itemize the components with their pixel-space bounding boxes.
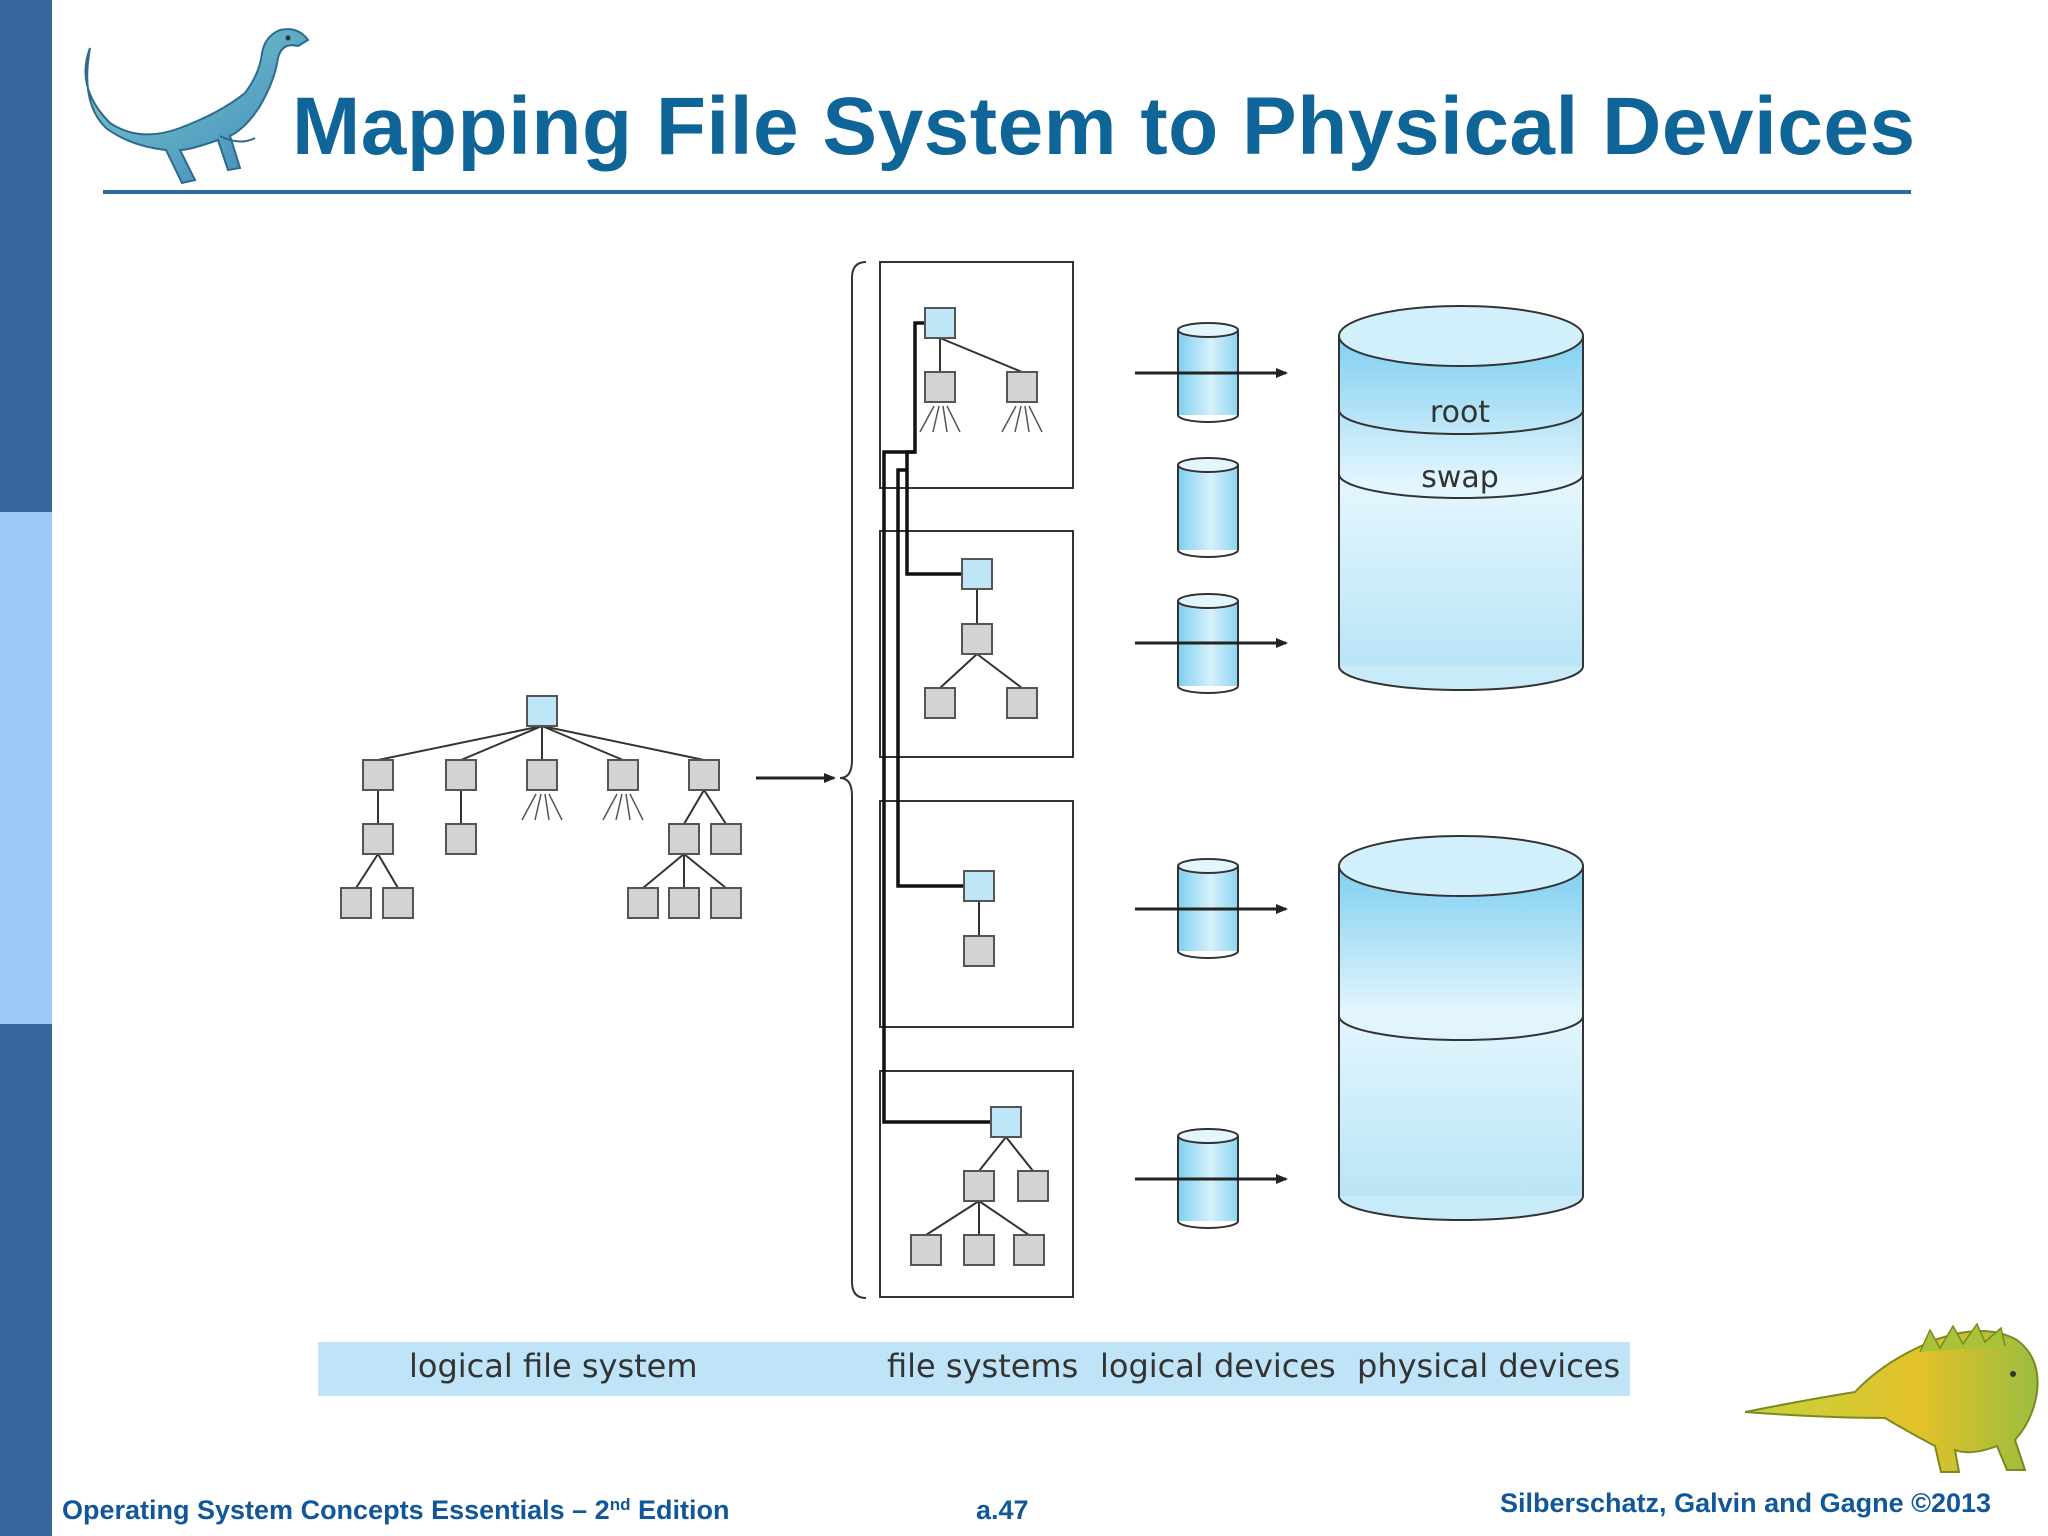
file-system-box-2: [879, 530, 1074, 758]
logical-file-system-tree: [355, 725, 727, 889]
file-system-box-4: [879, 1070, 1074, 1298]
slide-title: Mapping File System to Physical Devices: [292, 81, 1916, 172]
mount-connections: [882, 321, 991, 1124]
root-directory-node: [526, 695, 558, 727]
label-logical-file-system: logical file system: [409, 1347, 698, 1385]
file-system-box-3: [879, 800, 1074, 1028]
sidebar-band-top: [0, 0, 52, 512]
sidebar-band-middle: [0, 512, 52, 1024]
sidebar-band-bottom: [0, 1024, 52, 1536]
physical-disk-1: [1338, 305, 1584, 691]
partition-label-root: root: [1430, 395, 1490, 430]
label-physical-devices: physical devices: [1357, 1347, 1621, 1385]
logical-device-2: [1177, 457, 1239, 558]
label-file-systems: file systems: [887, 1347, 1079, 1385]
grouping-brace: [839, 261, 867, 1299]
footer-book-title: Operating System Concepts Essentials – 2…: [62, 1495, 730, 1525]
device-arrows: [1135, 368, 1288, 1184]
partition-label-swap: swap: [1421, 460, 1499, 495]
label-logical-devices: logical devices: [1100, 1347, 1336, 1385]
logical-devices: [1177, 322, 1239, 1229]
directory-nodes: [340, 759, 742, 919]
file-system-boxes: [879, 261, 1074, 1298]
title-underline: [103, 190, 1911, 194]
footer-authors: Silberschatz, Galvin and Gagne ©2013: [1500, 1488, 1992, 1518]
physical-disk-2: [1338, 835, 1584, 1221]
layer-label-band: [318, 1342, 1630, 1396]
file-system-box-1: [879, 261, 1074, 489]
footer-page-number: a.47: [976, 1495, 1029, 1525]
dinosaur-logo-icon: [84, 28, 310, 185]
file-fan-marks: [521, 793, 644, 821]
dinosaur-footer-icon: [1745, 1322, 2039, 1473]
